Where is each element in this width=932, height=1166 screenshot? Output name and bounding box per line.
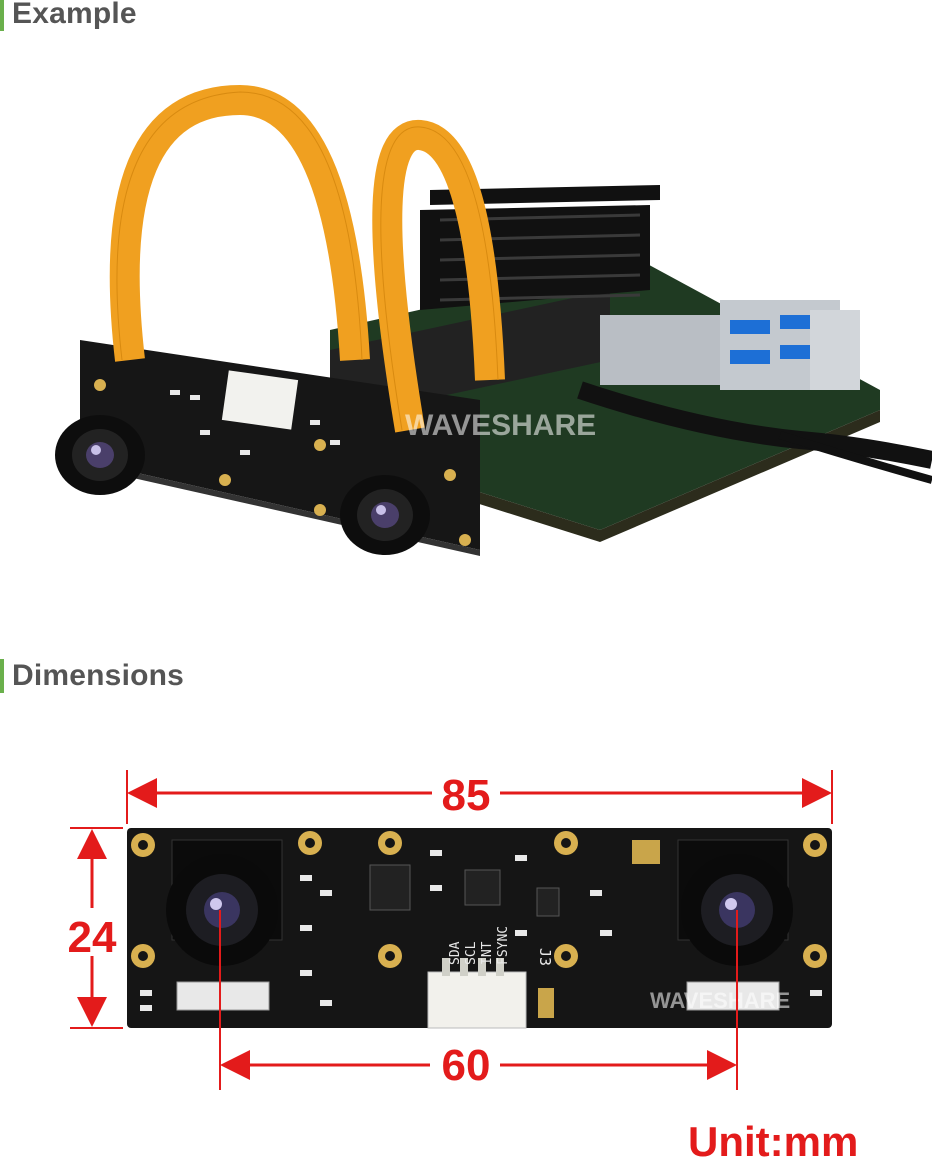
lens-right [677, 839, 793, 966]
connector-label: J3 [536, 948, 554, 966]
lens-right [340, 475, 430, 555]
width-dimension: 85 [126, 770, 833, 824]
watermark-text: WAVESHARE [405, 409, 596, 442]
lens-left [55, 415, 145, 495]
lens-left [166, 839, 283, 966]
unit-label: Unit:mm [688, 1118, 859, 1165]
height-dimension: 24 [68, 827, 123, 1029]
pin-label-sda: SDA [448, 941, 463, 965]
lens-spacing-value: 60 [442, 1041, 491, 1090]
width-value: 85 [442, 771, 491, 820]
section-title: Example [12, 0, 137, 30]
watermark-text: WAVESHARE [650, 988, 790, 1013]
example-photo: WAVESHARE [55, 84, 932, 556]
usb-ports [600, 300, 860, 390]
section-header-example: Example [0, 0, 137, 34]
pin-label-fsync: FSYNC [496, 926, 511, 965]
lens-spacing-dimension: 60 [219, 910, 738, 1090]
section-header-dimensions: Dimensions [0, 656, 184, 696]
ribbon-cables [109, 84, 505, 433]
section-title: Dimensions [12, 659, 185, 692]
camera-board-top-view: SDA SCL INT FSYNC J3 WAVESHARE [127, 828, 832, 1029]
pin-label-int: INT [480, 941, 495, 965]
section-accent-bar [0, 0, 4, 31]
pin-label-scl: SCL [464, 941, 479, 965]
dimensions-drawing: SDA SCL INT FSYNC J3 WAVESHARE 85 24 60 [68, 770, 833, 1090]
camera-module [55, 340, 480, 556]
height-value: 24 [68, 913, 117, 962]
section-accent-bar [0, 659, 4, 693]
